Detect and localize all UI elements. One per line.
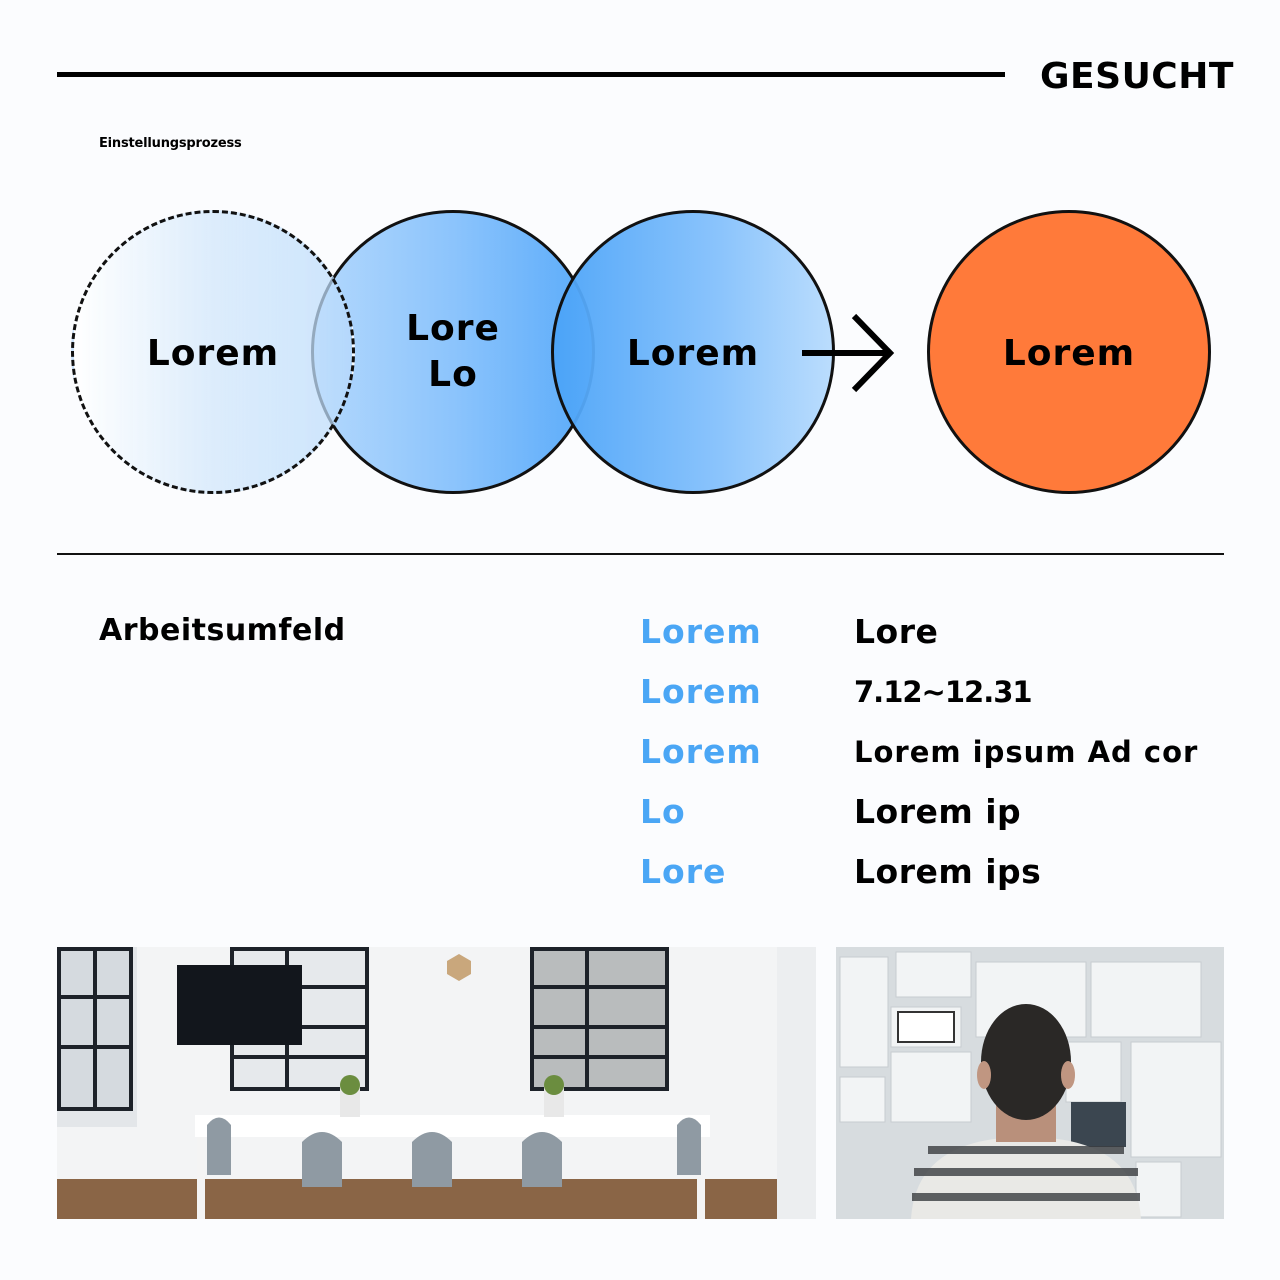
detail-row: Lorem 7.12~12.31: [640, 672, 1240, 732]
step-2-line-1: Lore: [406, 308, 500, 349]
man-viewing-board-photo: [836, 947, 1224, 1219]
meeting-room-illustration: [57, 947, 816, 1219]
process-step-3-label: Lorem: [626, 333, 760, 374]
detail-value: Lorem ip: [854, 792, 1022, 831]
section-title: Arbeitsumfeld: [99, 613, 346, 648]
office-meeting-room-photo: [57, 947, 816, 1219]
detail-label: Lorem: [640, 612, 762, 651]
top-divider: [57, 72, 1005, 77]
detail-row: Lorem Lore: [640, 612, 1240, 672]
detail-label: Lore: [640, 852, 727, 891]
detail-value: Lorem ipsum Ad cor: [854, 735, 1199, 769]
process-step-3: Lorem: [551, 210, 835, 494]
detail-row: Lo Lorem ip: [640, 792, 1240, 852]
detail-label: Lorem: [640, 732, 762, 771]
arrow-right-icon: [802, 313, 895, 393]
man-at-board-illustration: [836, 947, 1224, 1219]
process-subtitle: Einstellungsprozess: [99, 136, 242, 151]
detail-label: Lo: [640, 792, 686, 831]
detail-row: Lorem Lorem ipsum Ad cor: [640, 732, 1240, 792]
process-step-1: Lorem: [71, 210, 355, 494]
process-step-4: Lorem: [927, 210, 1211, 494]
detail-row: Lore Lorem ips: [640, 852, 1240, 912]
detail-value: 7.12~12.31: [854, 675, 1033, 709]
detail-value: Lore: [854, 612, 939, 651]
detail-label: Lorem: [640, 672, 762, 711]
step-2-line-2: Lo: [428, 354, 478, 395]
process-step-1-label: Lorem: [146, 333, 280, 374]
detail-value: Lorem ips: [854, 852, 1042, 891]
section-divider: [57, 553, 1224, 555]
process-step-4-label: Lorem: [1002, 333, 1136, 374]
page-title: GESUCHT: [1040, 56, 1234, 97]
